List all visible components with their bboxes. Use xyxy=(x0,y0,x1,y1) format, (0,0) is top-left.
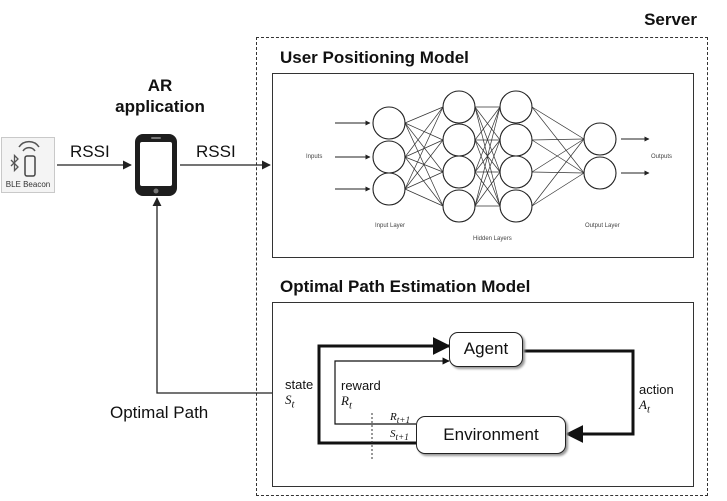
network-edge xyxy=(474,171,501,207)
network-edge xyxy=(474,139,501,207)
ar-application-label: AR application xyxy=(110,75,210,117)
network-node xyxy=(372,172,406,206)
state-symbol: St xyxy=(285,392,295,411)
network-edge xyxy=(531,106,585,174)
neural-network-diagram: Inputs Outputs Input Layer Hidden Layers… xyxy=(306,90,672,242)
network-node xyxy=(442,90,476,124)
outputs-label: Outputs xyxy=(651,154,672,160)
server-container xyxy=(256,37,708,496)
user-positioning-title: User Positioning Model xyxy=(280,48,469,67)
hidden-layers-label: Hidden Layers xyxy=(473,236,512,242)
io-arrows xyxy=(335,120,650,192)
agent-label: Agent xyxy=(463,339,509,358)
network-edge xyxy=(531,138,585,173)
reward-arrow xyxy=(334,357,450,425)
action-word: action xyxy=(639,382,674,397)
server-label: Server xyxy=(644,10,697,29)
network-connections xyxy=(404,106,585,207)
network-node xyxy=(583,122,617,156)
network-edge xyxy=(404,171,444,190)
action-arrow xyxy=(523,349,635,443)
agent-box: Agent xyxy=(449,332,523,367)
environment-label: Environment xyxy=(443,425,539,444)
environment-box: Environment xyxy=(416,416,566,454)
network-node xyxy=(442,155,476,189)
network-edge xyxy=(404,156,444,207)
next-state-symbol: St+1 xyxy=(390,428,409,443)
reward-symbol: Rt xyxy=(341,393,352,412)
reward-word: reward xyxy=(341,378,381,393)
rssi-label-right: RSSI xyxy=(196,142,236,161)
network-edge xyxy=(531,106,585,140)
network-node xyxy=(372,106,406,140)
optimal-path-arrow xyxy=(152,197,318,394)
beacon-caption: BLE Beacon xyxy=(5,180,51,189)
reward-label: reward Rt xyxy=(341,378,381,414)
network-edge xyxy=(404,188,444,207)
action-symbol: At xyxy=(639,397,650,416)
network-edge xyxy=(404,106,444,158)
network-node xyxy=(499,123,533,157)
rssi-label-left: RSSI xyxy=(70,142,110,161)
network-node xyxy=(442,123,476,157)
state-arrow xyxy=(317,337,451,445)
user-positioning-panel: Inputs Outputs Input Layer Hidden Layers… xyxy=(272,73,694,258)
network-edge xyxy=(531,172,585,207)
network-node xyxy=(499,90,533,124)
ble-beacon: BLE Beacon xyxy=(1,137,55,193)
network-edge xyxy=(474,106,501,173)
output-layer-label: Output Layer xyxy=(585,223,620,229)
path-estimation-panel: Agent Environment state St reward Rt act… xyxy=(272,302,694,487)
bluetooth-icon xyxy=(10,140,40,177)
network-node xyxy=(442,189,476,223)
network-node xyxy=(372,140,406,174)
network-edge xyxy=(531,138,585,207)
network-node xyxy=(583,156,617,190)
network-edge xyxy=(404,106,444,190)
action-label: action At xyxy=(639,382,674,418)
input-layer-label: Input Layer xyxy=(375,223,405,229)
rl-loop-arrows xyxy=(317,337,635,459)
network-edge xyxy=(404,106,444,124)
state-label: state St xyxy=(285,377,313,413)
network-edge xyxy=(531,138,585,141)
network-edge xyxy=(474,106,501,207)
inputs-label: Inputs xyxy=(306,154,322,160)
network-node xyxy=(499,155,533,189)
state-word: state xyxy=(285,377,314,392)
ar-label-line1: AR xyxy=(147,76,173,95)
next-reward-symbol: Rt+1 xyxy=(390,411,411,426)
path-estimation-title: Optimal Path Estimation Model xyxy=(280,277,531,296)
network-edge xyxy=(404,139,444,190)
network-node xyxy=(499,189,533,223)
smartphone-icon xyxy=(135,134,177,196)
network-edge xyxy=(531,139,585,174)
network-edge xyxy=(474,106,501,141)
ar-label-line2: application xyxy=(115,97,205,116)
optimal-path-label: Optimal Path xyxy=(110,403,209,422)
network-nodes xyxy=(372,90,617,223)
